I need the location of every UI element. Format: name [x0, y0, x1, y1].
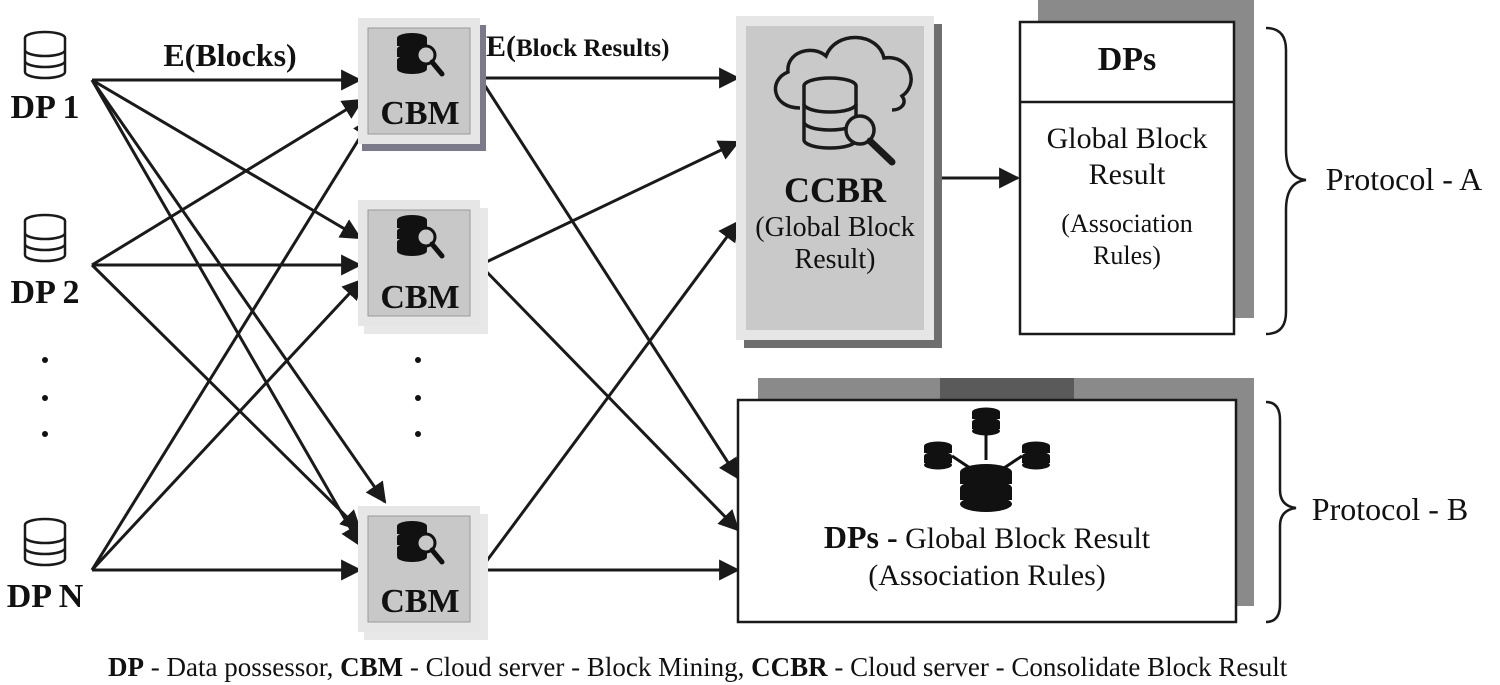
protocol-b-label: Protocol - B	[1312, 491, 1468, 527]
ccbr-line1: (Global Block	[755, 212, 914, 243]
legend: DP - Data possessor, CBM - Cloud server …	[108, 652, 1288, 682]
dp-node-2: DP 2	[11, 213, 80, 311]
cloud-database-icon	[773, 35, 913, 166]
cbm-label: CBM	[380, 95, 459, 132]
edge-dp1-cbm2	[91, 78, 362, 240]
dp-ellipsis	[42, 357, 48, 437]
protocol-a-label: Protocol - A	[1326, 161, 1482, 197]
cbm-ellipsis	[415, 357, 421, 437]
cbm-node-1: CBM	[358, 18, 486, 151]
edge-dp2-cbm1	[91, 98, 364, 267]
cbm-node-2: CBM	[358, 200, 488, 334]
edge-dpn-cbm1	[90, 116, 374, 571]
edge-cbm2-dpsb	[478, 263, 740, 532]
brace-protocol-b	[1265, 400, 1297, 624]
cbm-label: CBM	[380, 279, 459, 316]
cbm-node-3: CBM	[358, 506, 488, 640]
ccbr-line2: Result)	[795, 244, 876, 275]
dp-label: DP 1	[11, 89, 80, 126]
dps-box-a: DPs Global Block Result (Association Rul…	[1018, 0, 1254, 336]
dps-a-line2: Result	[1089, 158, 1166, 191]
edge-dp1-cbm3	[90, 79, 387, 504]
ccbr-node: CCBR (Global Block Result)	[736, 16, 942, 348]
edge-dpn-cbm2	[90, 278, 364, 572]
legend-cbm-def: - Cloud server - Block Mining,	[410, 652, 744, 682]
dps-a-line1: Global Block	[1047, 122, 1208, 155]
edge-dp1-cbm3b	[90, 79, 362, 547]
legend-ccbr-abbr: CCBR	[751, 652, 828, 682]
legend-ccbr-def: - Cloud server - Consolidate Block Resul…	[834, 652, 1287, 682]
edges-cbm-to-ccbr	[478, 67, 1021, 581]
legend-dp-def: - Data possessor,	[151, 652, 334, 682]
edge-label-e-blocks: E(Blocks)	[163, 37, 296, 73]
distributed-database-icon	[924, 407, 1050, 512]
ccbr-title: CCBR	[784, 170, 887, 210]
dp-label: DP 2	[11, 274, 80, 311]
edge-cbm2-ccbr	[479, 140, 740, 267]
dps-a-line3: (Association	[1061, 209, 1192, 238]
legend-cbm-abbr: CBM	[340, 652, 403, 682]
database-icon	[23, 213, 67, 263]
edges-dp-to-cbm	[90, 69, 387, 581]
dps-a-line4: Rules)	[1093, 241, 1161, 270]
dp-node-n: DP N	[7, 517, 84, 615]
legend-dp-abbr: DP	[108, 652, 144, 682]
edge-cbm1-dpsb	[478, 77, 740, 480]
dp-label: DP N	[7, 578, 84, 615]
dps-box-b: DPs - Global Block Result (Association R…	[736, 378, 1254, 624]
dps-b-line1: DPs - Global Block Result	[824, 519, 1151, 555]
dp-node-1: DP 1	[11, 30, 80, 126]
cbm-label: CBM	[380, 583, 459, 620]
database-icon	[23, 517, 67, 567]
edge-dp2-cbm3	[90, 263, 362, 532]
database-icon	[23, 30, 67, 80]
brace-protocol-a	[1265, 26, 1307, 336]
dps-b-line2: (Association Rules)	[868, 559, 1105, 592]
dps-a-header: DPs	[1098, 41, 1157, 78]
edge-label-e-block-results: E(Block Results)	[486, 30, 669, 63]
